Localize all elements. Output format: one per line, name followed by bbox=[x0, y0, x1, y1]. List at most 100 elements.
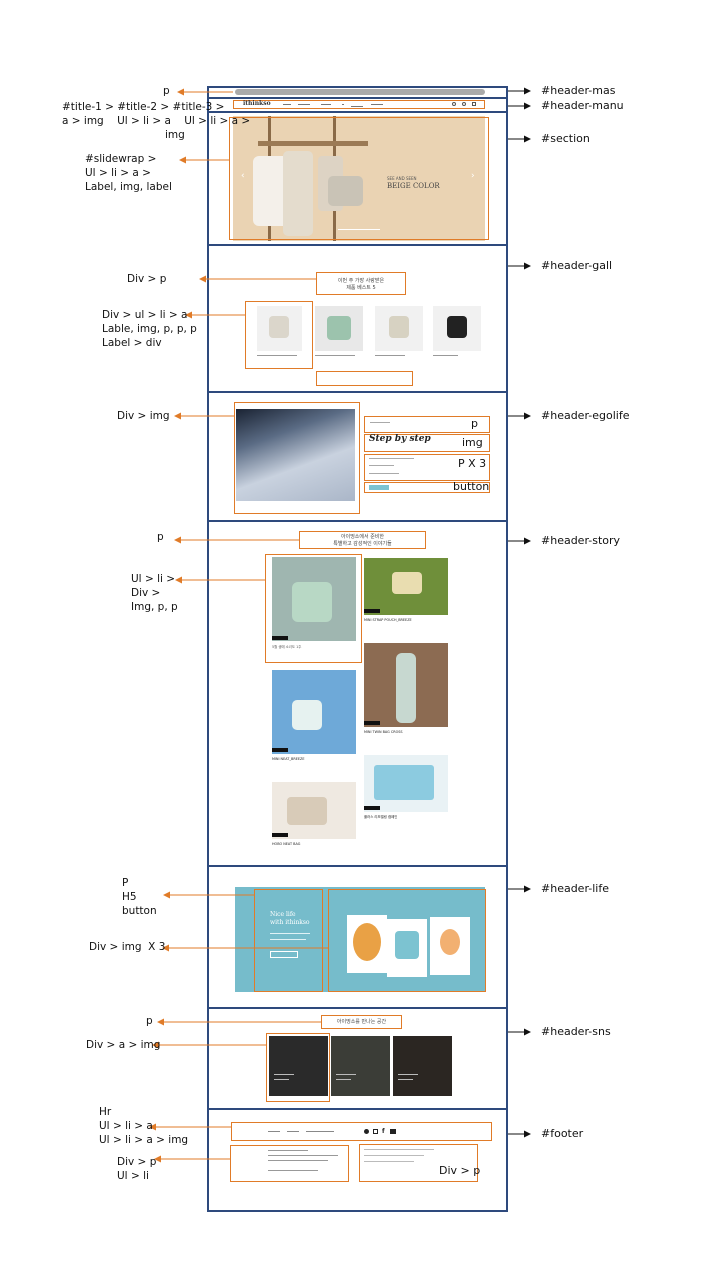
label-story-list-2: Div > bbox=[131, 587, 161, 599]
youtube-icon[interactable] bbox=[390, 1129, 396, 1134]
slide-title: BEIGE COLOR bbox=[387, 182, 440, 190]
id-header-manu: #header-manu bbox=[541, 99, 624, 112]
slide-progress[interactable] bbox=[338, 229, 380, 230]
menu-item-logo-img[interactable] bbox=[351, 102, 363, 107]
separator-manu bbox=[207, 111, 508, 113]
story-image-6[interactable] bbox=[272, 782, 356, 839]
prev-arrow-icon[interactable]: ‹ bbox=[241, 171, 245, 181]
label-section-line3: Label, img, label bbox=[85, 181, 172, 193]
egolife-p3-box bbox=[364, 454, 490, 481]
story-title-2: 특별하고 감성적인 이야기들 bbox=[333, 541, 392, 547]
page-frame bbox=[207, 86, 508, 1212]
story-tag bbox=[364, 721, 380, 725]
slide-small-text: SEE AND SEEN bbox=[387, 176, 417, 181]
sns-title: 아이띵소를 만나는 공간 bbox=[336, 1019, 387, 1025]
sns-image-3[interactable] bbox=[393, 1036, 452, 1096]
cart-icon[interactable] bbox=[472, 102, 476, 106]
label-life-2: H5 bbox=[122, 891, 137, 903]
separator-egolife bbox=[207, 520, 508, 522]
id-header-sns: #header-sns bbox=[541, 1025, 611, 1038]
footer-link[interactable] bbox=[268, 1131, 280, 1132]
life-banner: Nice life with ithinkso bbox=[235, 887, 485, 992]
label-footer-3: Ul > li > a > img bbox=[99, 1134, 189, 1146]
label-life-3: button bbox=[122, 905, 157, 917]
label-gall-list-3: Label > div bbox=[102, 337, 162, 349]
footer-text-line bbox=[268, 1155, 338, 1156]
product-text bbox=[375, 355, 405, 356]
gall-title-2: 제품 베스트 5 bbox=[346, 285, 376, 291]
menu-item[interactable] bbox=[371, 104, 383, 105]
story-caption-4: MINI NEAT_BREEZE bbox=[272, 757, 305, 761]
label-section-line1: #slidewrap > bbox=[85, 153, 157, 165]
sns-image-1[interactable] bbox=[269, 1036, 328, 1096]
product-text bbox=[257, 355, 297, 356]
search-icon[interactable] bbox=[452, 102, 456, 106]
story-image-3[interactable] bbox=[364, 643, 448, 727]
logo[interactable]: ithinkso bbox=[243, 100, 271, 107]
gall-item-box bbox=[245, 301, 313, 369]
story-caption-6: HOBO NEAT BAG bbox=[272, 842, 301, 846]
id-header-gall: #header-gall bbox=[541, 259, 613, 272]
footer-text-line bbox=[364, 1161, 414, 1162]
separator-gall bbox=[207, 391, 508, 393]
label-ego-img: img bbox=[462, 436, 483, 449]
egolife-text-line bbox=[369, 465, 394, 466]
story-image-5[interactable] bbox=[364, 755, 448, 812]
next-arrow-icon[interactable]: › bbox=[471, 171, 475, 181]
story-image-1[interactable] bbox=[272, 557, 356, 641]
life-card-3 bbox=[430, 917, 470, 975]
story-caption-1: 5월 생에 소녀도 1주 bbox=[272, 645, 302, 649]
life-title-2: with ithinkso bbox=[270, 919, 310, 926]
product-image-4[interactable] bbox=[433, 306, 481, 351]
story-tag bbox=[272, 748, 288, 752]
story-image-4[interactable] bbox=[272, 670, 356, 754]
footer-links-box bbox=[231, 1122, 492, 1141]
product-text bbox=[315, 355, 355, 356]
product-image-2[interactable] bbox=[315, 306, 363, 351]
life-text-box bbox=[254, 889, 323, 992]
life-card-2 bbox=[387, 919, 427, 977]
life-text-line bbox=[270, 939, 306, 940]
label-ego-p: p bbox=[471, 417, 478, 430]
life-button[interactable] bbox=[270, 951, 298, 958]
sns-image-2[interactable] bbox=[331, 1036, 390, 1096]
footer-info-box bbox=[230, 1145, 349, 1182]
label-manu-line3: img bbox=[165, 129, 185, 141]
story-tag bbox=[272, 833, 288, 837]
footer-right-box bbox=[359, 1144, 478, 1182]
label-mas-p: p bbox=[163, 85, 170, 97]
story-title-1: 아이띵소에서 준비한 bbox=[341, 534, 384, 540]
story-image-2[interactable] bbox=[364, 558, 448, 615]
footer-link[interactable] bbox=[287, 1131, 299, 1132]
footer-link[interactable] bbox=[306, 1131, 334, 1132]
egolife-img-box bbox=[234, 402, 360, 514]
story-caption-5: 플러스 리모델링 캠페인 bbox=[364, 815, 398, 819]
label-life-img: Div > img X 3 bbox=[89, 941, 166, 953]
label-manu-line1: #title-1 > #title-2 > #title-3 > bbox=[62, 101, 225, 113]
label-footer-2: Ul > li > a bbox=[99, 1120, 153, 1132]
label-gall-list-1: Div > ul > li > a bbox=[102, 309, 188, 321]
menu-item[interactable] bbox=[283, 104, 291, 105]
label-life-1: P bbox=[122, 877, 129, 889]
footer-text-line bbox=[268, 1150, 308, 1151]
instagram-icon[interactable] bbox=[373, 1129, 378, 1134]
separator-life bbox=[207, 1007, 508, 1009]
story-caption-3: MINI TWIN BAG CROSS bbox=[364, 730, 403, 734]
menu-item[interactable] bbox=[298, 104, 310, 105]
product-image-1[interactable] bbox=[257, 306, 302, 351]
egolife-p-box bbox=[364, 416, 490, 433]
footer-text-line bbox=[364, 1155, 424, 1156]
footer-text-line bbox=[268, 1170, 318, 1171]
step-by-step-script: Step by step bbox=[369, 434, 431, 444]
menu-item[interactable] bbox=[342, 104, 344, 105]
label-footer-1: Hr bbox=[99, 1106, 112, 1118]
label-footer-4: Div > p bbox=[117, 1156, 157, 1168]
menu-item[interactable] bbox=[321, 104, 331, 105]
kakao-icon[interactable] bbox=[364, 1129, 369, 1134]
label-story-list-3: Img, p, p bbox=[131, 601, 178, 613]
egolife-button[interactable] bbox=[369, 485, 389, 490]
facebook-icon[interactable]: f bbox=[382, 1128, 385, 1135]
user-icon[interactable] bbox=[462, 102, 466, 106]
product-image-3[interactable] bbox=[375, 306, 423, 351]
